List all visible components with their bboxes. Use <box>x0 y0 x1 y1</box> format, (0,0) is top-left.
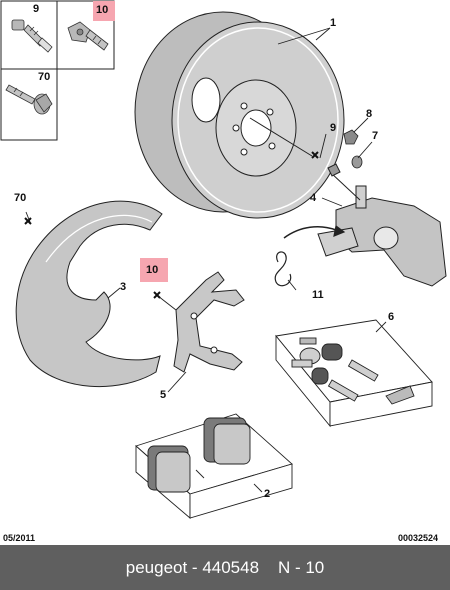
highlight-box-10-inset <box>93 1 115 21</box>
callout-label-10-inset: 10 <box>96 4 109 16</box>
bolt-9-drawing <box>11 19 53 53</box>
callout-label-4: 4 <box>310 192 317 204</box>
footer-bar: peugeot - 440548 N - 10 <box>0 545 450 590</box>
leader-lines <box>25 27 387 493</box>
callout-label-5: 5 <box>160 389 167 401</box>
callout-label-10: 10 <box>146 264 159 276</box>
callout-label-70-inset: 70 <box>38 71 51 83</box>
cross-markers <box>24 151 319 299</box>
highlight-box-10-main <box>140 258 168 282</box>
footer-part-number: 440548 <box>202 557 260 577</box>
footer-sep-1: - <box>187 557 203 577</box>
callout-label-6: 6 <box>388 311 395 323</box>
footer-sep-2 <box>259 558 278 578</box>
drawing-code: 00032524 <box>398 533 439 543</box>
callout-label-8: 8 <box>366 108 373 120</box>
callout-label-70: 70 <box>14 192 27 204</box>
caliper-carrier-drawing <box>173 271 245 373</box>
repair-kit-box <box>275 319 433 428</box>
caliper-drawing <box>317 163 447 287</box>
nut-8-drawing <box>343 129 359 145</box>
spring-clip-drawing <box>274 224 346 287</box>
exploded-parts-diagram <box>0 0 447 519</box>
inset-panel <box>0 0 115 141</box>
callout-label-11: 11 <box>312 289 324 301</box>
footer-ref: N - 10 <box>277 557 325 577</box>
callout-label-1: 1 <box>330 17 337 29</box>
date-code: 05/2011 <box>3 533 36 543</box>
cap-7-drawing <box>351 155 363 169</box>
brake-pad-box <box>135 413 293 519</box>
callout-label-2: 2 <box>264 488 271 500</box>
brake-disc-drawing <box>134 11 345 219</box>
bolt-70-drawing <box>5 84 53 115</box>
bolt-10-drawing <box>67 21 109 51</box>
callout-label-7: 7 <box>372 130 379 142</box>
callout-label-9-inset: 9 <box>33 3 40 15</box>
dust-shield-drawing <box>15 200 163 388</box>
footer-brand: peugeot <box>125 557 188 577</box>
callout-label-3: 3 <box>120 281 127 293</box>
callout-label-9: 9 <box>330 122 337 134</box>
